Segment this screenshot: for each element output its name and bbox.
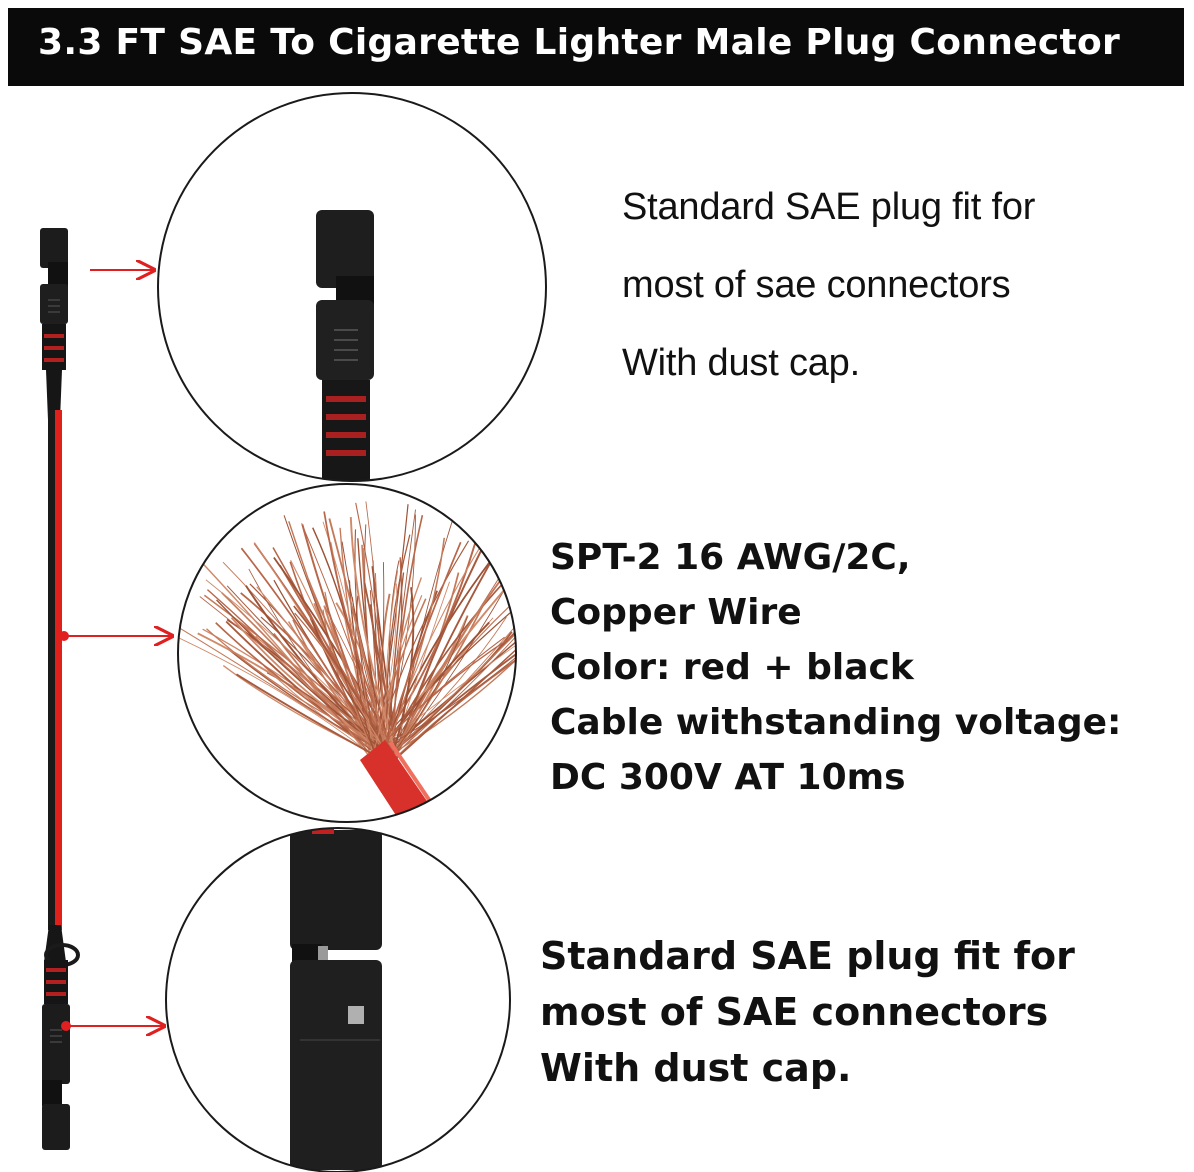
- copper-strand: [396, 511, 456, 758]
- caption-line: Copper Wire: [550, 592, 802, 633]
- copper-strand: [364, 524, 382, 750]
- cable-wire: [48, 410, 62, 930]
- copper-strand: [384, 537, 446, 751]
- copper-strand: [205, 579, 392, 756]
- caption-line: Standard SAE plug fit for: [622, 186, 1036, 228]
- copper-strand: [215, 622, 379, 751]
- sae-connector-description: Standard SAE plug fit for most of SAE co…: [540, 928, 1075, 1096]
- copper-strand: [355, 595, 377, 757]
- copper-strand: [386, 637, 516, 758]
- copper-strand: [216, 599, 397, 761]
- copper-strand: [253, 542, 386, 752]
- top-sae-connector: [40, 228, 68, 420]
- copper-strand: [206, 589, 376, 761]
- bottom-sae-connector: [42, 925, 80, 1150]
- copper-strand: [388, 616, 468, 759]
- caption-line: Standard SAE plug fit for: [540, 934, 1075, 978]
- caption-line: With dust cap.: [622, 342, 860, 384]
- sae-connector-closeup: [165, 827, 511, 1172]
- copper-strand: [311, 619, 393, 751]
- copper-strand: [373, 583, 398, 752]
- sae-plug-closeup: [157, 92, 547, 482]
- caption-line: SPT-2 16 AWG/2C,: [550, 537, 911, 578]
- copper-strand: [396, 587, 516, 750]
- caption-line: Cable withstanding voltage:: [550, 702, 1122, 743]
- copper-strand: [394, 531, 492, 756]
- caption-line: DC 300V AT 10ms: [550, 757, 906, 798]
- wire-spec-description: SPT-2 16 AWG/2C, Copper Wire Color: red …: [550, 530, 1121, 805]
- copper-strand: [178, 625, 375, 758]
- page-title: 3.3 FT SAE To Cigarette Lighter Male Plu…: [38, 22, 1121, 63]
- caption-line: Color: red + black: [550, 647, 914, 688]
- copper-strand: [393, 598, 516, 761]
- copper-strand: [385, 606, 516, 763]
- copper-strand: [221, 592, 381, 758]
- sae-plug-description: Standard SAE plug fit for most of sae co…: [622, 168, 1035, 402]
- copper-strand: [383, 600, 516, 749]
- copper-strand: [328, 518, 387, 754]
- copper-strand: [235, 673, 378, 758]
- copper-strand: [380, 541, 462, 761]
- copper-strand: [283, 515, 377, 756]
- copper-strand: [197, 632, 388, 759]
- title-banner: 3.3 FT SAE To Cigarette Lighter Male Plu…: [8, 8, 1184, 86]
- copper-strand: [230, 617, 388, 754]
- pointer-arrows: [59, 270, 172, 1031]
- copper-strand: [385, 509, 416, 756]
- copper-strand: [355, 502, 392, 753]
- copper-strand: [323, 511, 394, 753]
- cable-assembly: [40, 228, 80, 1150]
- copper-strand: [341, 541, 394, 755]
- caption-line: most of SAE connectors: [540, 990, 1049, 1034]
- copper-strand: [293, 605, 386, 749]
- copper-strand: [301, 523, 388, 753]
- copper-wire-closeup: [177, 483, 517, 823]
- copper-strand: [349, 517, 398, 757]
- caption-line: most of sae connectors: [622, 264, 1011, 306]
- caption-line: With dust cap.: [540, 1046, 852, 1090]
